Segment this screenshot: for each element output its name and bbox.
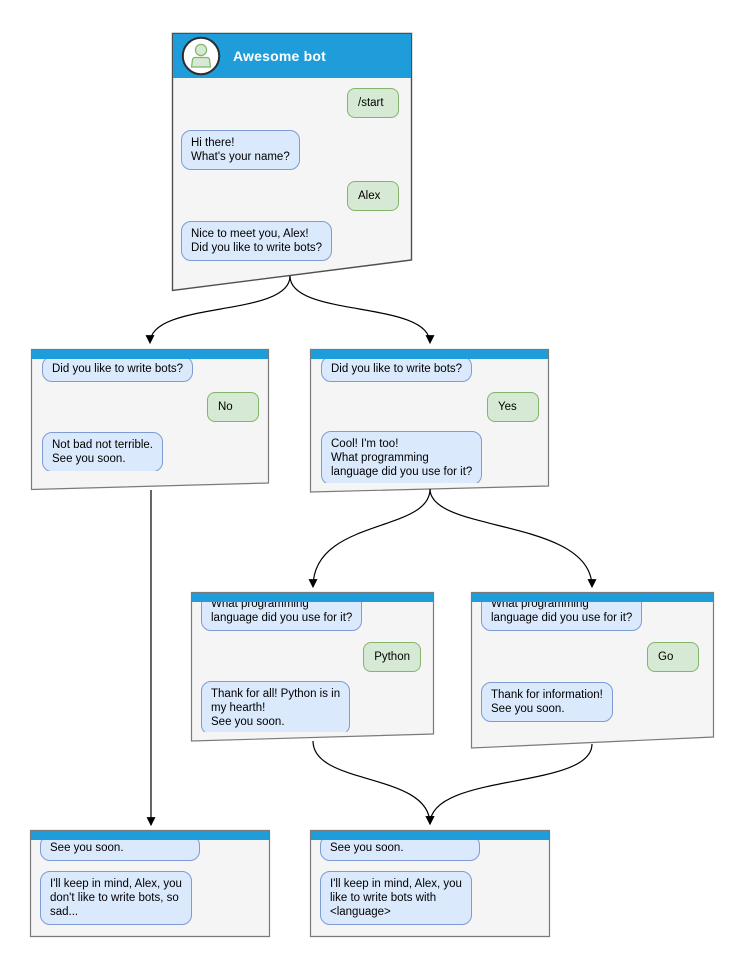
connector-root-to-branch-yes	[289, 275, 435, 345]
bot-message: What programming language did you use fo…	[201, 602, 363, 631]
user-message: No	[207, 392, 259, 422]
chat-header-bar	[311, 350, 548, 359]
chat-title: Awesome bot	[233, 48, 326, 64]
chat-messages: What programming language did you use fo…	[192, 602, 433, 732]
connector-lang-python-to-end-yes	[312, 740, 435, 826]
bot-message: Nice to meet you, Alex! Did you like to …	[181, 221, 333, 261]
chat-messages: /start Hi there! What's your name? Alex …	[173, 78, 411, 262]
bot-message: Not bad not terrible. See you soon.	[42, 432, 164, 471]
bot-message: Cool! I'm too! What programming language…	[321, 431, 483, 483]
chat-messages: See you soon. I'll keep in mind, Alex, y…	[31, 840, 269, 934]
bot-message: What programming language did you use fo…	[481, 602, 643, 631]
bot-avatar-icon	[181, 36, 221, 76]
bot-message: Thank for all! Python is in my hearth! S…	[201, 681, 351, 732]
chat-window-lang-go: What programming language did you use fo…	[471, 592, 714, 748]
chat-header-bar	[472, 593, 713, 602]
chat-window-end-no: See you soon. I'll keep in mind, Alex, y…	[30, 830, 270, 937]
bot-message: I'll keep in mind, Alex, you like to wri…	[320, 871, 472, 925]
bot-message: Thank for information! See you soon.	[481, 682, 613, 722]
chat-window-end-yes: See you soon. I'll keep in mind, Alex, y…	[310, 830, 550, 937]
bot-message: Did you like to write bots?	[42, 359, 194, 382]
connector-branch-yes-to-lang-python	[308, 488, 431, 589]
user-message: Python	[363, 642, 421, 672]
connector-root-to-branch-no	[145, 275, 291, 345]
user-message: Go	[647, 642, 699, 672]
chat-header-bar	[32, 350, 268, 359]
bot-message: I'll keep in mind, Alex, you don't like …	[40, 871, 192, 925]
chat-header: Awesome bot	[173, 34, 411, 78]
connector-branch-yes-to-lang-go	[429, 488, 597, 589]
user-message: Yes	[487, 392, 539, 422]
bot-message: Did you like to write bots?	[321, 359, 473, 382]
chat-header-bar	[31, 831, 269, 840]
bot-message: See you soon.	[40, 840, 200, 861]
chat-window-branch-no: Did you like to write bots? No Not bad n…	[31, 349, 269, 490]
user-message: Alex	[347, 181, 399, 211]
chat-header-bar	[192, 593, 433, 602]
chat-window-branch-yes: Did you like to write bots? Yes Cool! I'…	[310, 349, 549, 492]
bot-message: Hi there! What's your name?	[181, 130, 300, 170]
user-message: /start	[347, 88, 399, 118]
connector-lang-go-to-end-yes	[425, 743, 593, 826]
chat-window-root: Awesome bot /start Hi there! What's your…	[172, 33, 412, 291]
bot-message: See you soon.	[320, 840, 480, 861]
chat-header-bar	[311, 831, 549, 840]
chat-window-lang-python: What programming language did you use fo…	[191, 592, 434, 741]
chat-messages: See you soon. I'll keep in mind, Alex, y…	[311, 840, 549, 934]
chat-messages: Did you like to write bots? No Not bad n…	[32, 359, 268, 471]
chat-messages: Did you like to write bots? Yes Cool! I'…	[311, 359, 548, 483]
chat-messages: What programming language did you use fo…	[472, 602, 713, 728]
